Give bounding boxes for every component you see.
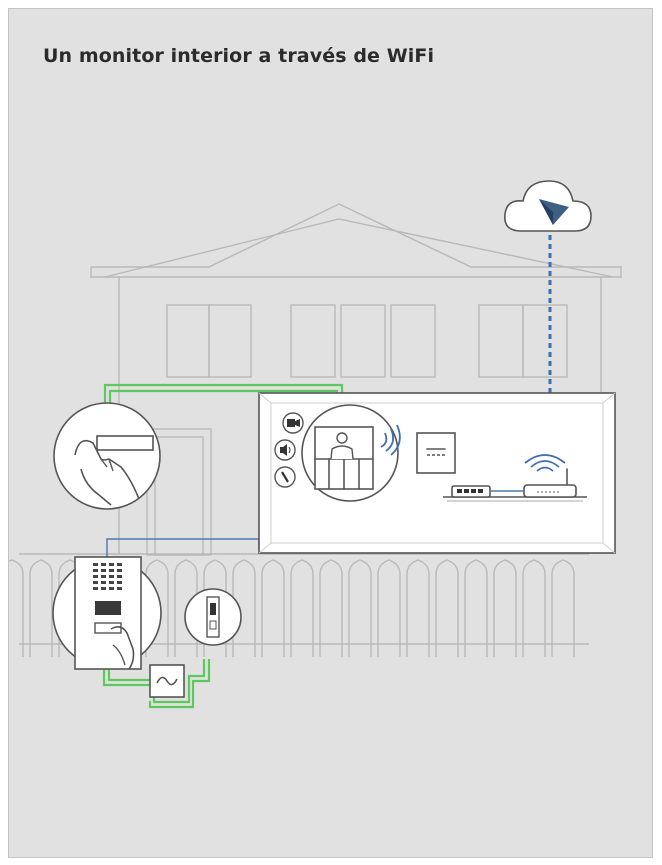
page-title: Un monitor interior a través de WiFi [43, 45, 435, 67]
grille-slot [101, 563, 106, 566]
fence-picket [435, 559, 459, 657]
grille-slot [101, 587, 106, 590]
grille-slot [93, 569, 98, 572]
fence-picket [464, 559, 488, 657]
camera-icon [282, 412, 304, 434]
network-switch-icon [451, 485, 491, 498]
grille-slot [109, 581, 114, 584]
fence-picket [319, 559, 343, 657]
grille-slot [101, 575, 106, 578]
fence-picket [174, 559, 198, 657]
grille-slot [93, 575, 98, 578]
grille-slot [93, 581, 98, 584]
router-icon [523, 454, 577, 498]
grille-slot [109, 575, 114, 578]
grille-slot [117, 569, 122, 572]
grille-slot [109, 587, 114, 590]
wifi-intercom-diagram [9, 180, 622, 709]
fence-picket [29, 559, 53, 657]
power-supply-icon [416, 432, 456, 474]
grille-slot [117, 581, 122, 584]
grille-slot [101, 569, 106, 572]
fence-picket [232, 559, 256, 657]
transformer-icon [149, 664, 185, 698]
fence-picket [551, 559, 575, 657]
wifi-signal-icon [380, 424, 401, 456]
fence-picket [203, 559, 227, 657]
speaker-icon [274, 439, 296, 461]
diagram-panel: Un monitor interior a través de WiFi [8, 8, 653, 858]
hand-press-button-icon [53, 402, 161, 510]
door-lock-icon [184, 588, 242, 646]
grille-slot [109, 563, 114, 566]
fence-picket [9, 559, 24, 657]
microphone-icon [274, 466, 296, 488]
fence-picket [406, 559, 430, 657]
grille-slot [101, 581, 106, 584]
grille-slot [117, 575, 122, 578]
fence-picket [522, 559, 546, 657]
grille-slot [117, 587, 122, 590]
door-station-icon [52, 556, 162, 670]
fence-picket [290, 559, 314, 657]
cloud-icon [504, 180, 592, 232]
video-monitor-icon [301, 404, 399, 502]
fence-picket [261, 559, 285, 657]
grille-slot [93, 563, 98, 566]
fence-picket [493, 559, 517, 657]
fence-picket [145, 559, 169, 657]
fence-picket [348, 559, 372, 657]
grille-slot [93, 587, 98, 590]
grille-slot [117, 563, 122, 566]
grille-slot [109, 569, 114, 572]
fence-picket [377, 559, 401, 657]
